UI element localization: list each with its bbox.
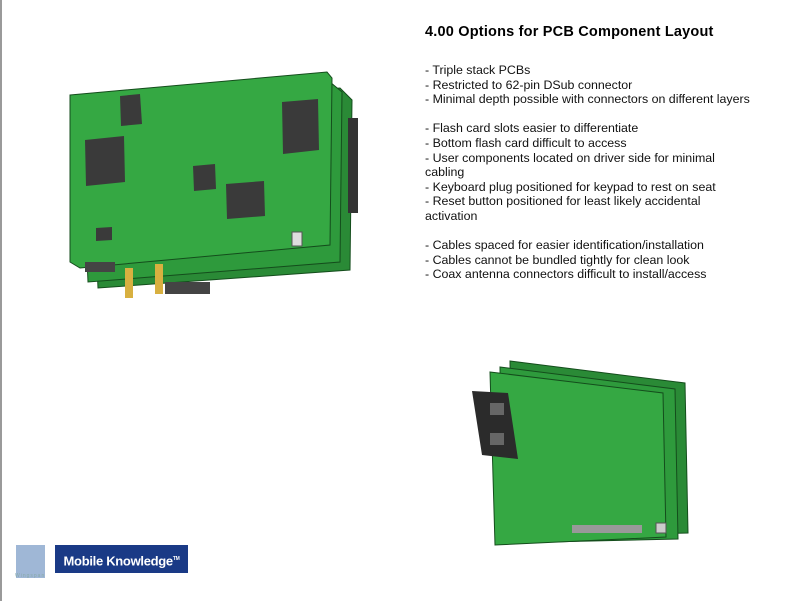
pcb-stack-image-bottom xyxy=(472,360,689,546)
bullet: - Restricted to 62-pin DSub connector xyxy=(425,77,633,92)
mobile-knowledge-logo: Mobile KnowledgeTM xyxy=(55,545,188,573)
wingspan-logo-text: Wingspan xyxy=(15,573,46,579)
bullet: - User components located on driver side… xyxy=(425,150,715,180)
bullet: - Reset button positioned for least like… xyxy=(425,194,701,223)
bullet: - Cables cannot be bundled tightly for c… xyxy=(425,252,690,267)
bullet: - Keyboard plug positioned for keypad to… xyxy=(425,179,716,194)
bullet-list: - Triple stack PCBs - Restricted to 62-p… xyxy=(425,63,755,282)
bullet: - Minimal depth possible with connectors… xyxy=(425,92,750,107)
pcb-stack-image-top xyxy=(69,71,358,298)
bullet: - Flash card slots easier to differentia… xyxy=(425,121,639,136)
slide-title: 4.00 Options for PCB Component Layout xyxy=(425,24,714,40)
bullet: - Bottom flash card difficult to access xyxy=(425,135,627,150)
bullet: - Triple stack PCBs xyxy=(425,63,531,77)
wingspan-logo xyxy=(16,545,45,578)
trademark: TM xyxy=(172,556,180,562)
bullet: - Cables spaced for easier identificatio… xyxy=(425,238,704,253)
mobile-knowledge-logo-text: Mobile Knowledge xyxy=(63,553,174,569)
bullet: - Coax antenna connectors difficult to i… xyxy=(425,267,707,282)
slide-edge xyxy=(0,0,2,601)
